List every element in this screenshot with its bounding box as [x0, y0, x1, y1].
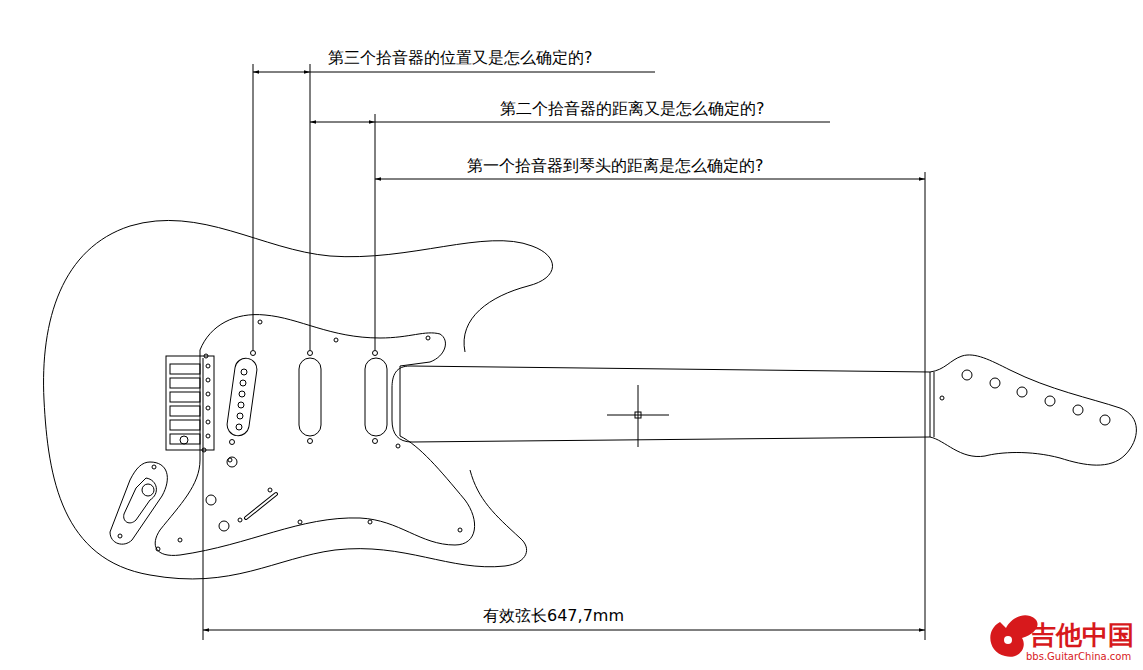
center-mark [607, 385, 669, 447]
watermark: 吉他中国 [1030, 620, 1134, 650]
dimension-question: 第一个拾音器到琴头的距离是怎么确定的? [467, 157, 764, 175]
bridge [166, 356, 214, 450]
bridge-saddles [170, 364, 200, 444]
output-jack [110, 462, 167, 544]
pickup [226, 357, 259, 437]
dimension-question: 第三个拾音器的位置又是怎么确定的? [328, 49, 593, 67]
headstock [930, 355, 1136, 465]
neck [392, 366, 930, 442]
extension-line [203, 64, 925, 640]
dimension-line [203, 72, 925, 630]
pickup [299, 358, 321, 436]
dimension-value: 有效弦长647,7mm [483, 607, 624, 625]
nut [930, 372, 931, 437]
guitar-body [44, 220, 553, 578]
dimension-question: 第二个拾音器的距离又是怎么确定的? [500, 100, 765, 118]
watermark: bbs.GuitarChina.com [1026, 651, 1131, 663]
pole-pieces [236, 369, 247, 430]
pickup [365, 358, 387, 436]
nut [934, 372, 935, 437]
